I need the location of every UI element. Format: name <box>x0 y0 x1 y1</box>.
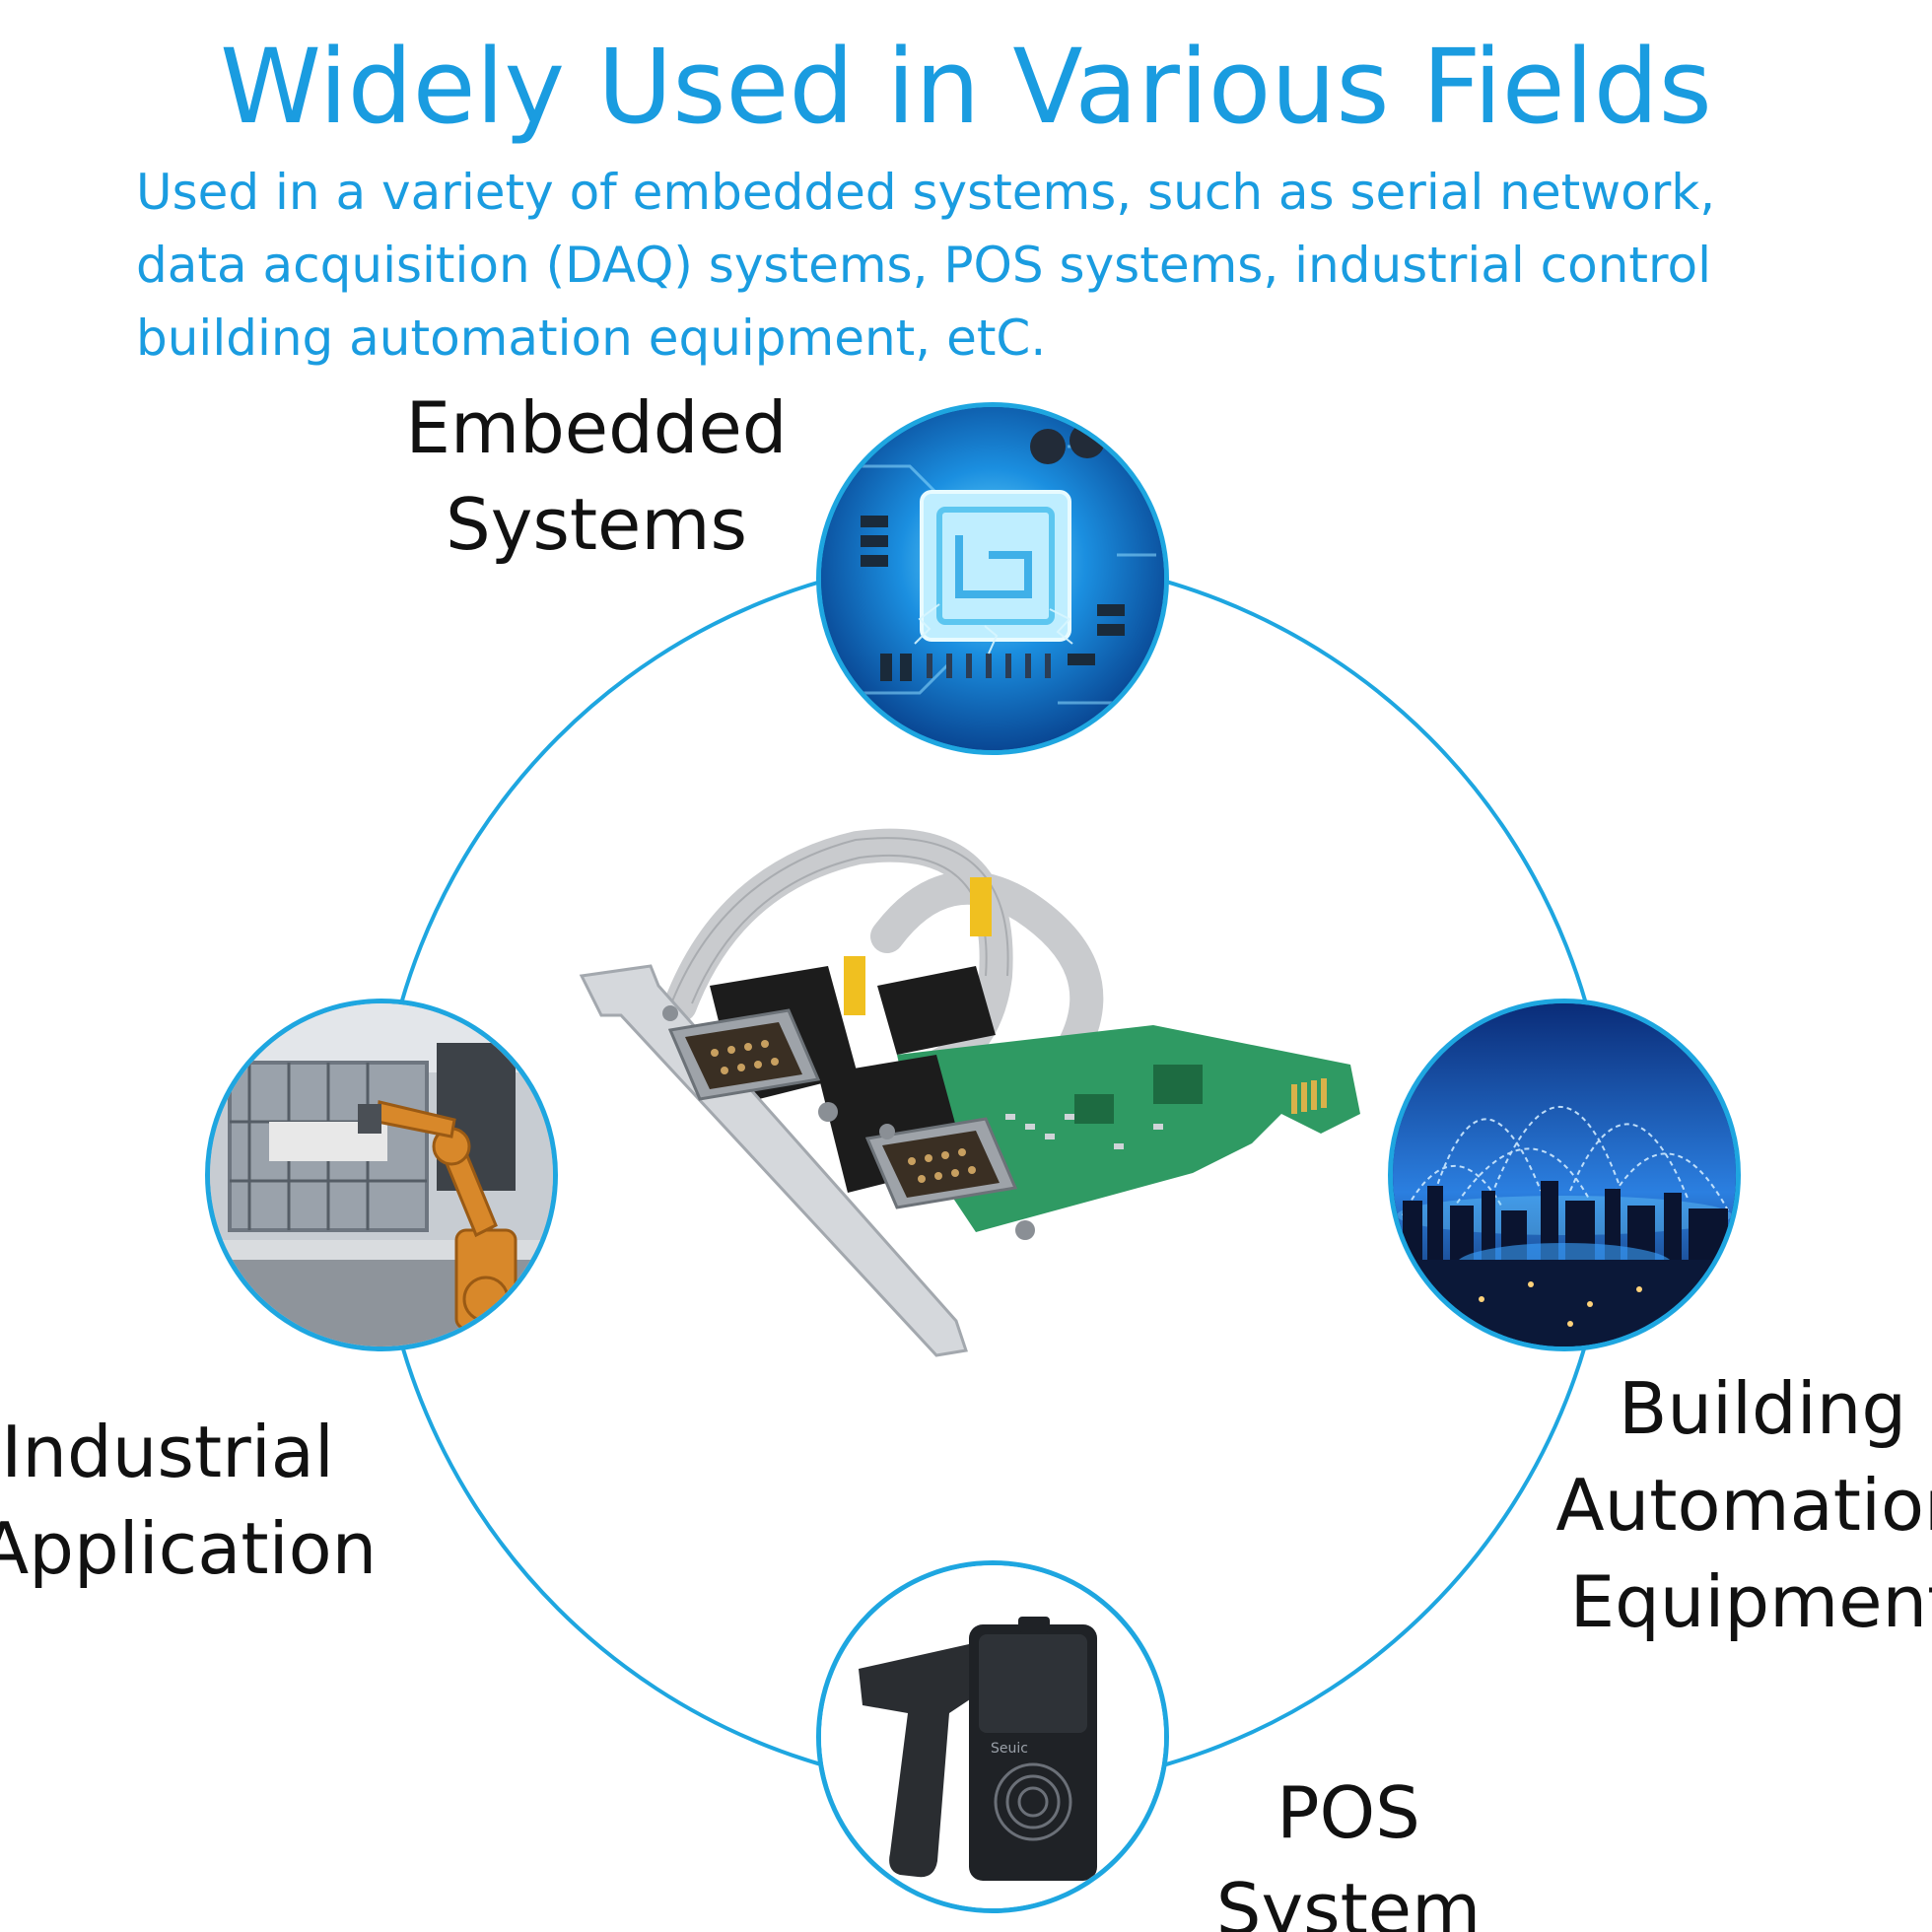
page-title: Widely Used in Various Fields <box>220 27 1712 147</box>
circuit-chip-icon <box>821 407 1164 750</box>
smart-city-icon <box>1393 1003 1736 1346</box>
pos-system-label: POS System <box>1215 1771 1482 1932</box>
industrial-application-image <box>205 999 558 1351</box>
handheld-scanner-icon: Seuic <box>821 1565 1164 1908</box>
embedded-systems-image <box>816 402 1169 755</box>
page-description: Used in a variety of embedded systems, s… <box>136 164 1716 367</box>
pos-system-image: Seuic <box>816 1560 1169 1913</box>
scanner-brand-text: Seuic <box>991 1741 1028 1757</box>
pcie-serial-card-icon <box>579 828 1360 1357</box>
building-automation-image <box>1388 999 1741 1351</box>
industrial-application-label: Industrial Application <box>0 1411 378 1590</box>
robot-arm-icon <box>210 1003 553 1346</box>
embedded-systems-label: Embedded Systems <box>405 386 788 566</box>
building-automation-label: Building Automation Equipment <box>1555 1367 1932 1643</box>
